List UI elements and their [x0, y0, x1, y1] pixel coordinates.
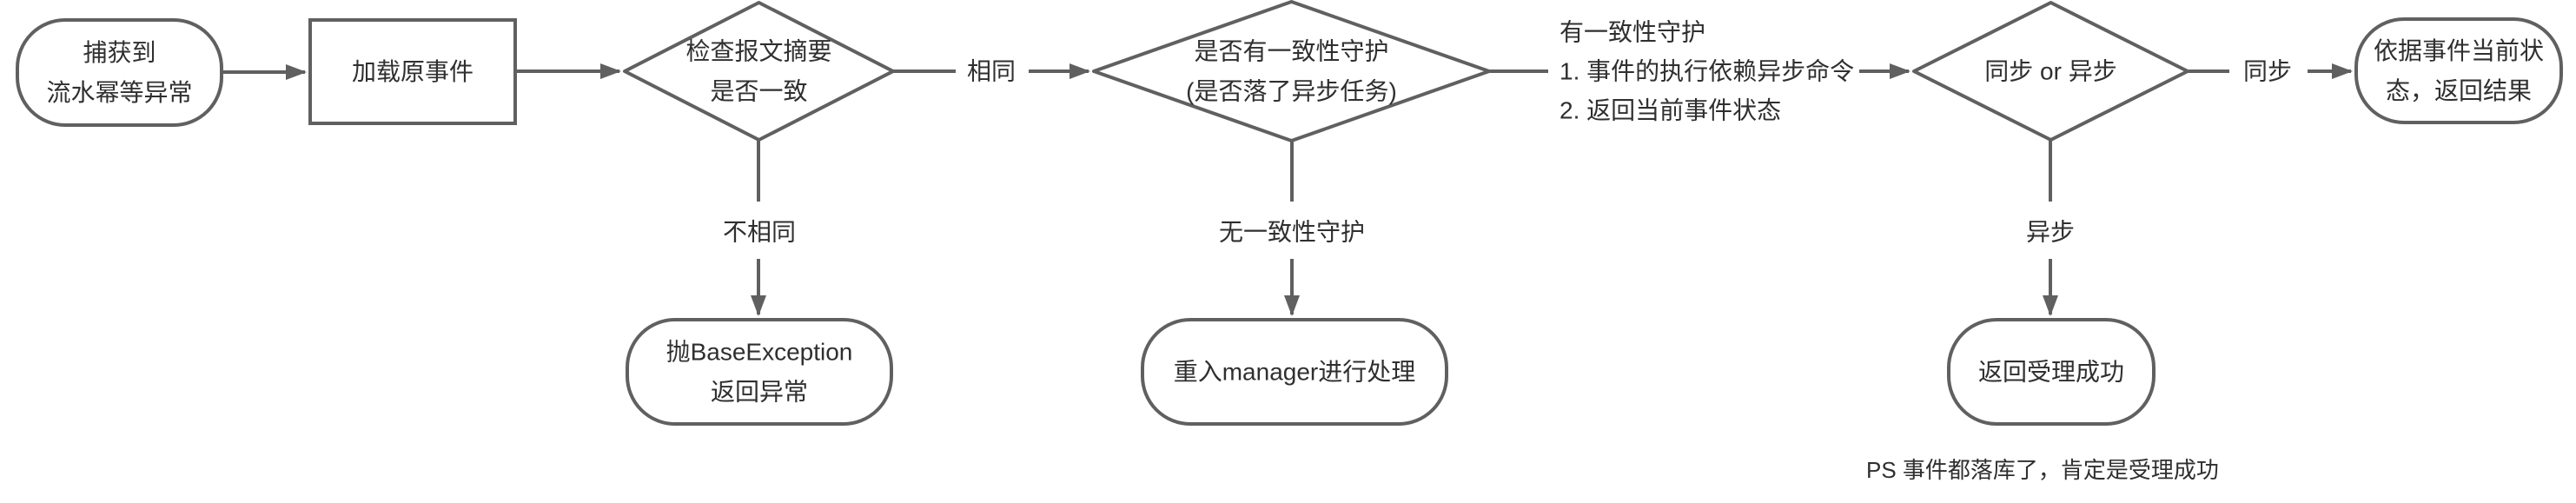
node-sync-or-async-diamond	[1912, 1, 2189, 142]
ps-note: PS 事件都落库了，肯定是受理成功	[1866, 457, 2219, 483]
node-sync-or-async-diamond-text: 同步 or 异步	[1984, 58, 2116, 85]
node-start-capsule-text: 流水幂等异常	[46, 79, 192, 106]
node-consistency-guard-diamond-text: (是否落了异步任务)	[1186, 78, 1397, 105]
node-start-capsule-text: 捕获到	[83, 39, 156, 66]
node-consistency-guard-diamond	[1092, 0, 1491, 142]
node-throw-base-exception-capsule	[626, 318, 893, 426]
node-return-by-event-state-capsule	[2354, 17, 2563, 124]
node-load-original-event-rect-text: 加载原事件	[352, 58, 473, 85]
node-start-capsule	[16, 18, 223, 127]
node-reenter-manager-capsule-text: 重入manager进行处理	[1174, 359, 1416, 386]
edge-label-same: 相同	[967, 58, 1016, 85]
node-return-accept-success-capsule-text: 返回受理成功	[1978, 359, 2124, 386]
node-check-digest-diamond	[623, 1, 895, 142]
node-throw-base-exception-capsule-text: 抛BaseException	[666, 339, 853, 366]
edge-label-no-guard: 无一致性守护	[1219, 219, 1365, 246]
node-return-by-event-state-capsule-text: 态，返回结果	[2386, 77, 2532, 104]
edge-label-has-guard-block-line-1: 有一致性守护	[1560, 19, 1705, 46]
node-return-by-event-state-capsule-text: 依据事件当前状	[2374, 37, 2544, 64]
node-consistency-guard-diamond-text: 是否有一致性守护	[1194, 38, 1388, 65]
node-check-digest-diamond-text: 检查报文摘要	[685, 38, 831, 65]
edge-label-async: 异步	[2026, 219, 2075, 246]
node-reenter-manager-capsule	[1141, 318, 1448, 426]
node-load-original-event-rect	[308, 18, 517, 125]
edge-label-has-guard-block-line-2: 1. 事件的执行依赖异步命令	[1560, 58, 1854, 85]
node-throw-base-exception-capsule-text: 返回异常	[711, 379, 808, 406]
node-return-accept-success-capsule	[1947, 318, 2155, 426]
node-check-digest-diamond-text: 是否一致	[710, 78, 807, 105]
edge-label-has-guard-block-line-3: 2. 返回当前事件状态	[1560, 97, 1781, 124]
edge-label-not-same: 不相同	[723, 219, 796, 246]
edge-label-sync: 同步	[2243, 58, 2292, 85]
